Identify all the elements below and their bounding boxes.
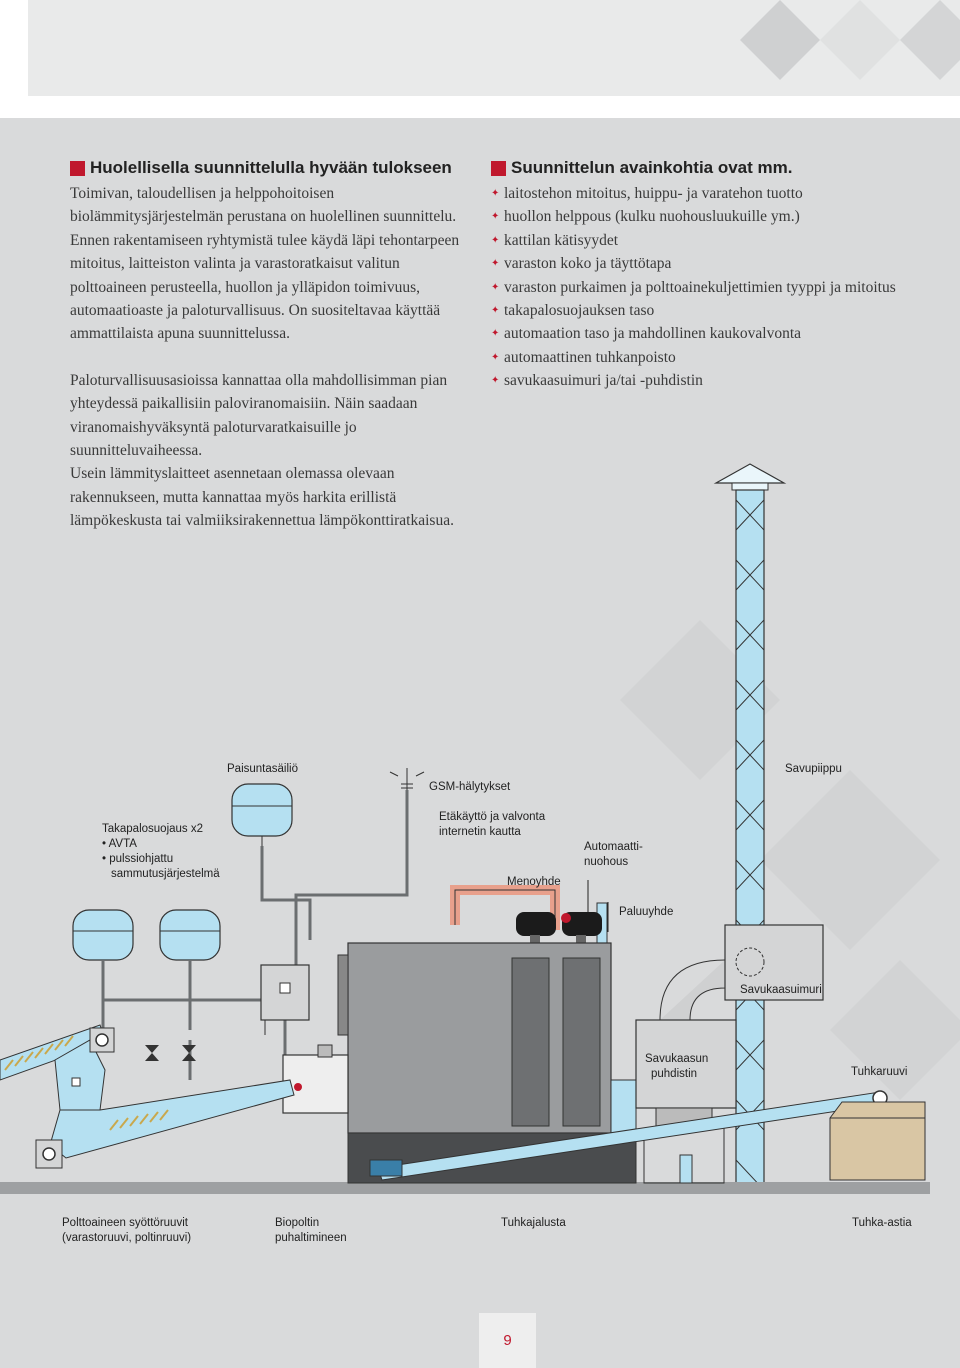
ash-container [829, 1101, 926, 1181]
label-expansion-tank: Paisuntasäiliö [227, 763, 298, 775]
supply-pipe [450, 885, 560, 930]
label-backfire-4: sammutusjärjestelmä [111, 868, 220, 880]
boiler [337, 942, 637, 1184]
right-heading-text: Suunnittelun avainkohtia ovat mm. [511, 158, 793, 177]
bullet-icon: ✦ [491, 258, 500, 270]
paragraph-2: Paloturvallisuusasioissa kannattaa olla … [70, 371, 448, 460]
label-ash-bin: Tuhka-astia [852, 1217, 912, 1229]
sootblower-motors [516, 912, 602, 943]
fuel-feed-screws [0, 1024, 295, 1169]
page-number: 9 [503, 1332, 512, 1349]
bullet-icon: ✦ [491, 305, 500, 317]
gsm-antenna [294, 768, 425, 965]
label-burner-1: Biopoltin [275, 1217, 319, 1229]
floor [0, 1182, 930, 1194]
label-backfire-1: Takapalosuojaus x2 [102, 823, 203, 835]
label-gsm: GSM-hälytykset [429, 781, 511, 793]
flue-gas-cleaner [635, 1019, 737, 1184]
chimney [713, 463, 787, 1191]
right-heading: Suunnittelun avainkohtia ovat mm. [491, 158, 931, 178]
bullet-icon: ✦ [491, 351, 500, 363]
heading-square-icon [70, 160, 85, 176]
label-sootblowing-1: Automaatti- [584, 841, 643, 853]
paragraph-1: Toimivan, taloudellisen ja helppohoitois… [70, 185, 460, 343]
bullet-icon: ✦ [491, 328, 500, 340]
control-box [260, 964, 310, 1035]
page-number-tab [479, 1313, 536, 1368]
list-item: ✦takapalosuojauksen taso [491, 299, 931, 322]
label-feed-2: (varastoruuvi, poltinruuvi) [62, 1232, 191, 1244]
list-item: ✦laitostehon mitoitus, huippu- ja varate… [491, 182, 931, 205]
label-ash-screw: Tuhkaruuvi [851, 1066, 907, 1078]
heading-square-icon [491, 160, 506, 176]
list-item: ✦automaattinen tuhkanpoisto [491, 346, 931, 369]
label-ash-base: Tuhkajalusta [501, 1217, 566, 1229]
burner [282, 1044, 349, 1114]
list-item: ✦kattilan kätisyydet [491, 229, 931, 252]
label-burner-2: puhaltimineen [275, 1232, 347, 1244]
bullet-icon: ✦ [491, 234, 500, 246]
label-return: Paluuyhde [619, 906, 673, 918]
label-supply: Menoyhde [507, 876, 561, 888]
label-remote-2: internetin kautta [439, 826, 521, 838]
expansion-tank [231, 783, 312, 940]
key-points-list: ✦laitostehon mitoitus, huippu- ja varate… [491, 182, 931, 393]
list-item: ✦huollon helppous (kulku nuohousluukuill… [491, 205, 931, 228]
backfire-tanks [72, 909, 287, 1080]
list-item: ✦varaston purkaimen ja polttoainekuljett… [491, 276, 931, 299]
label-feed-1: Polttoaineen syöttöruuvit [62, 1217, 189, 1229]
list-item: ✦automaation taso ja mahdollinen kaukova… [491, 322, 931, 345]
paragraph-3: Usein lämmityslaitteet asennetaan olemas… [70, 465, 454, 530]
label-backfire-3: • pulssiohjattu [102, 853, 173, 865]
label-cleaner-2: puhdistin [651, 1068, 697, 1080]
bullet-icon: ✦ [491, 375, 500, 387]
label-cleaner-1: Savukaasun [645, 1053, 708, 1065]
left-column: Huolellisella suunnittelulla hyvään tulo… [70, 158, 470, 533]
bullet-icon: ✦ [491, 211, 500, 223]
label-sootblowing-2: nuohous [584, 856, 628, 868]
left-heading: Huolellisella suunnittelulla hyvään tulo… [70, 158, 470, 178]
flue-gas-fan [636, 924, 824, 1021]
list-item: ✦savukaasuimuri ja/tai -puhdistin [491, 369, 931, 392]
label-flue-fan: Savukaasuimuri [740, 984, 822, 996]
bullet-icon: ✦ [491, 281, 500, 293]
header-divider [0, 96, 960, 118]
list-item: ✦varaston koko ja täyttötapa [491, 252, 931, 275]
label-backfire-2: • AVTA [102, 838, 137, 850]
label-remote-1: Etäkäyttö ja valvonta [439, 811, 546, 823]
label-chimney: Savupiippu [785, 763, 842, 775]
bullet-icon: ✦ [491, 188, 500, 199]
right-column: Suunnittelun avainkohtia ovat mm. ✦laito… [491, 158, 931, 393]
left-heading-text: Huolellisella suunnittelulla hyvään tulo… [90, 158, 452, 177]
